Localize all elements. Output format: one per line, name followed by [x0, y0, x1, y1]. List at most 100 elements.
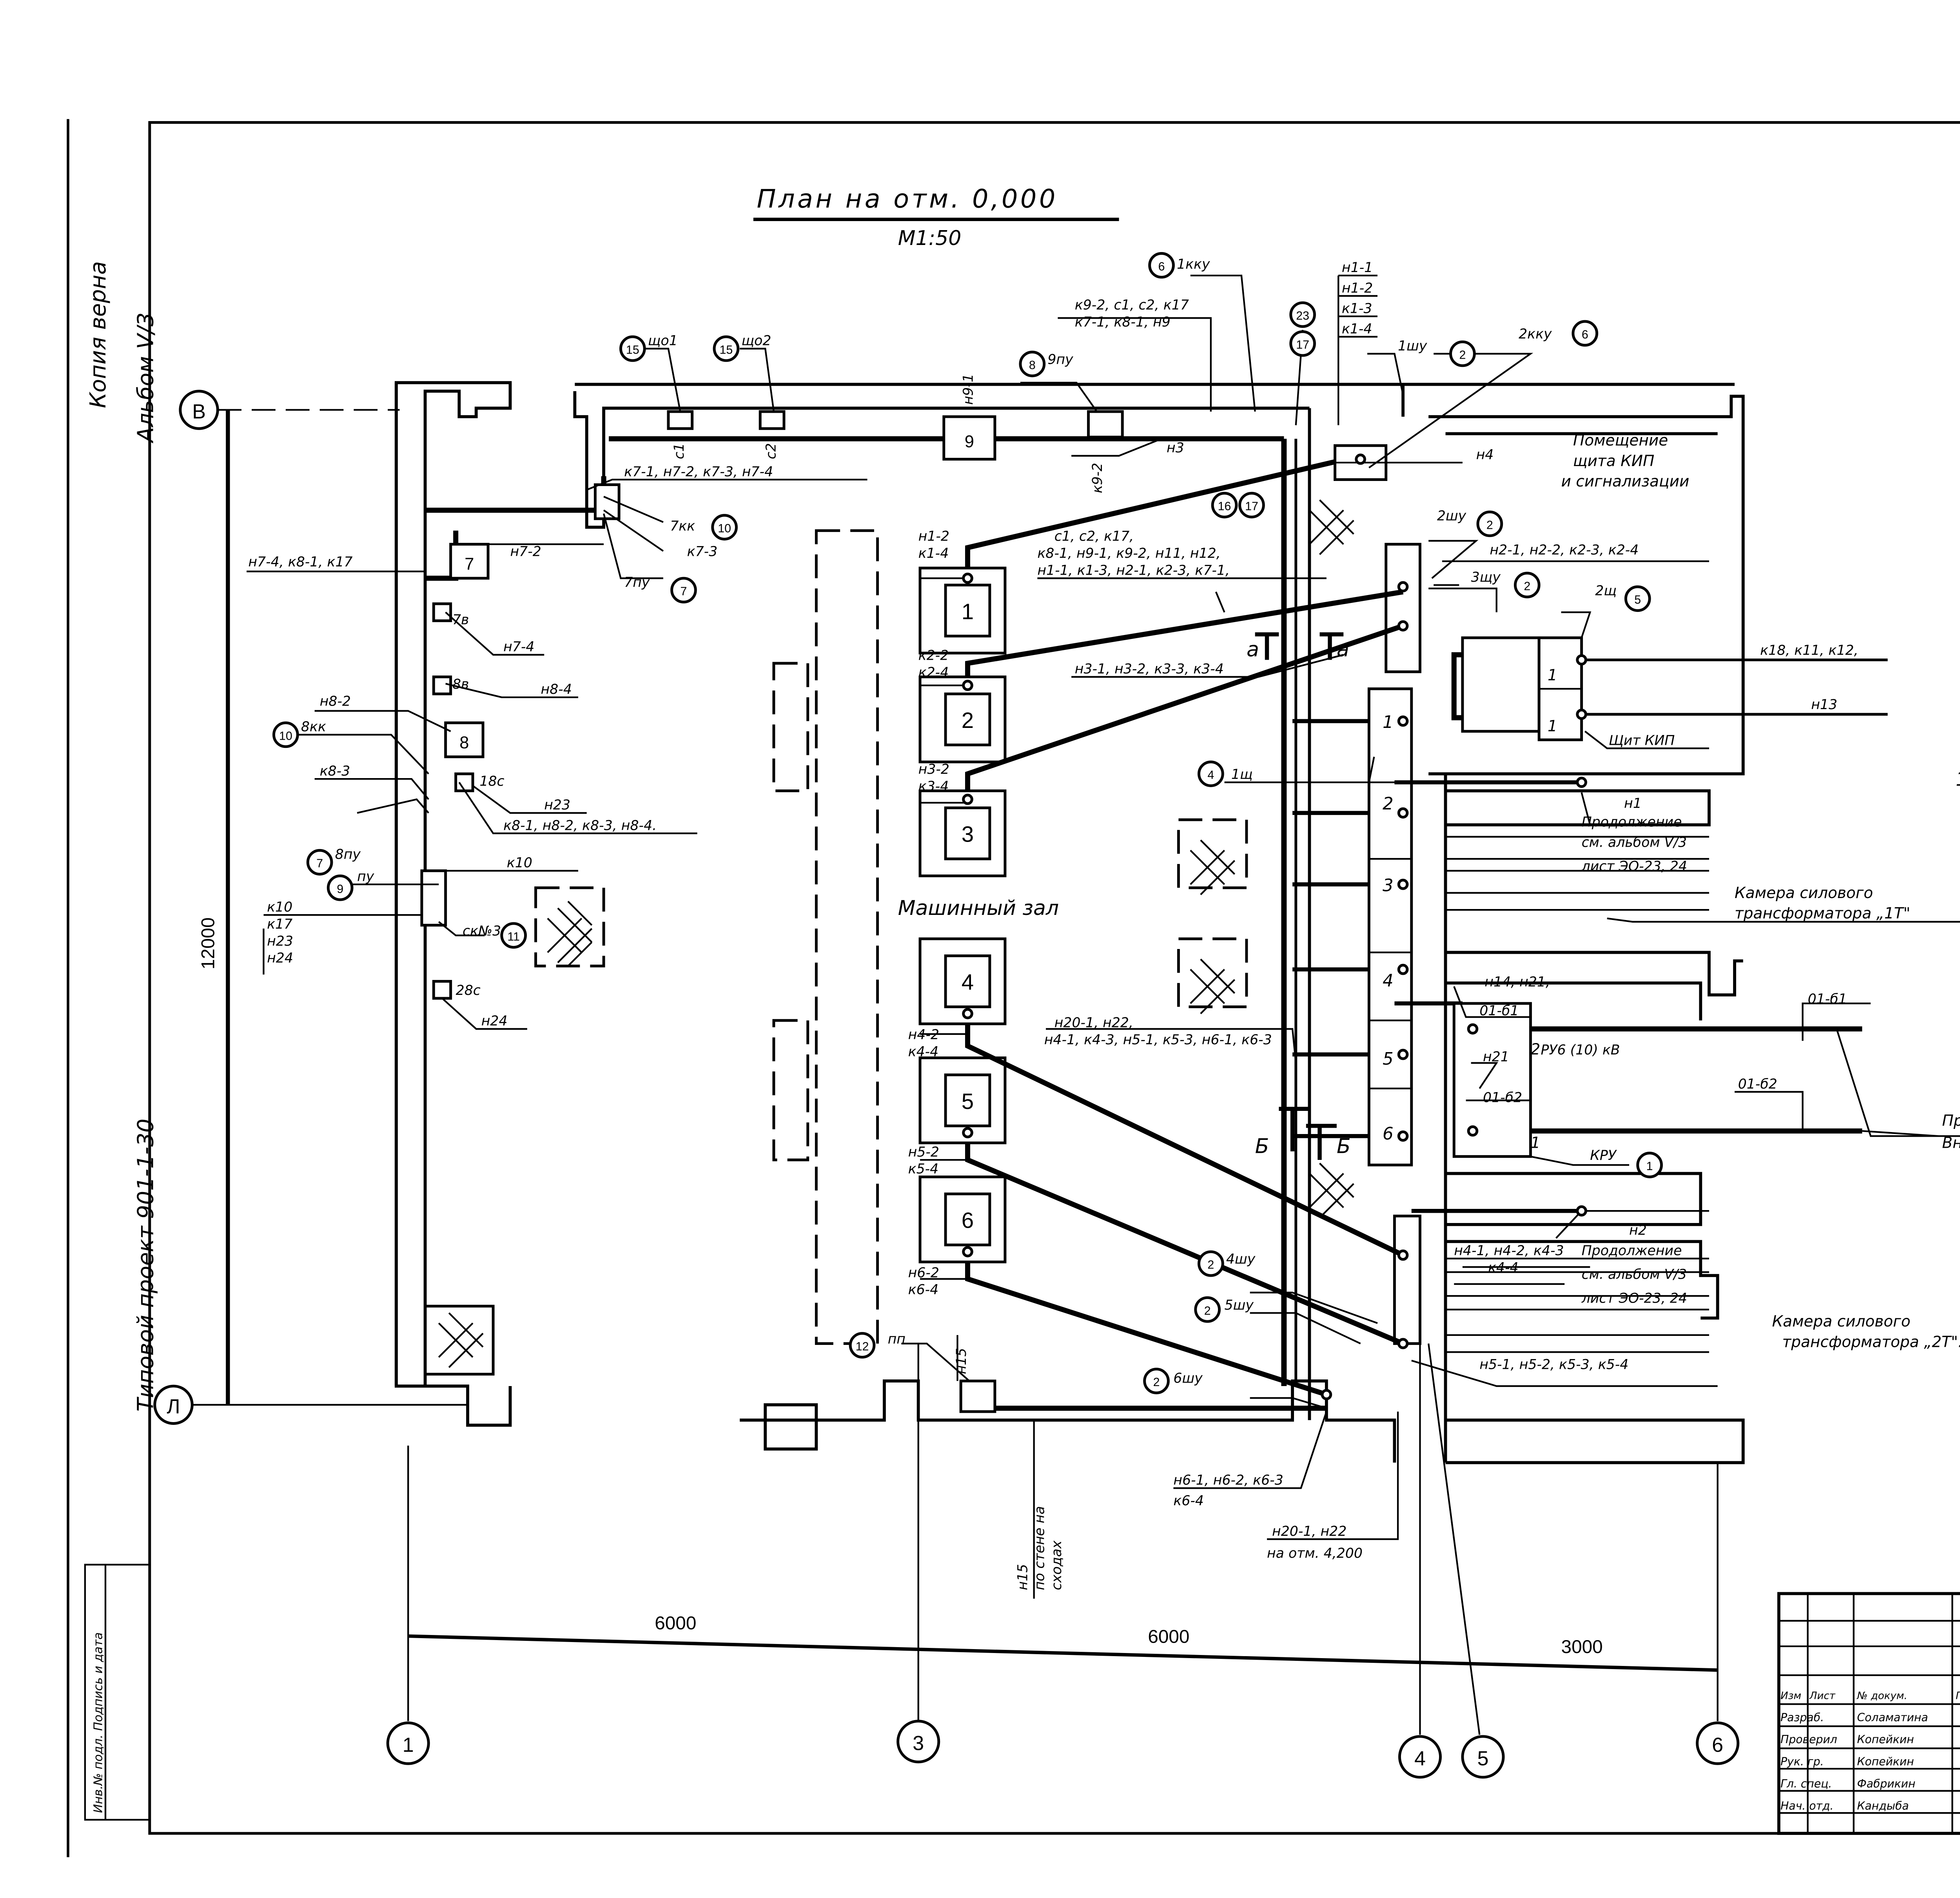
plan-title: План на отм. 0,000 [757, 184, 1058, 214]
panel-9 [942, 415, 996, 461]
label-n4-cables-0: н4-1, н4-2, к4-3 [1454, 1243, 1564, 1259]
lighting-panel-1 [667, 410, 694, 430]
label-4shu: 4шу [1226, 1252, 1256, 1267]
label-continue-2-2: лист ЭО-23, 24 [1581, 1290, 1687, 1306]
ru-cabinet [1452, 1002, 1532, 1158]
shaft-box-c [424, 1305, 495, 1376]
bubble-23 [1289, 301, 1316, 328]
left-devices: 7 8 9 [420, 410, 1388, 1413]
label-n4-cables-1: к4-4 [1488, 1260, 1519, 1276]
bubble-15a-text: 15 [626, 343, 639, 356]
pump-units: 1 2 3 4 5 6 [918, 566, 1007, 1263]
label-mid-cables-2: н1-1, к1-3, н2-1, к2-3, к7-1, [1037, 563, 1230, 578]
kip-room-wall [1428, 395, 1745, 776]
label-shch-o1: що1 [648, 333, 678, 349]
label-p5-tag-0: н5-2 [908, 1144, 939, 1160]
label-n15-wall-2: сходах [1049, 1541, 1065, 1590]
room-kip-2: и сигнализации [1561, 473, 1690, 490]
bubble-2c-text: 2 [1524, 580, 1530, 593]
bubble-10a-text: 10 [718, 522, 731, 535]
label-top-cables-1: к7-1, к8-1, н9 [1075, 314, 1171, 330]
tb-h-sign: Подпись [1956, 1690, 1960, 1702]
label-n7-2: н7-2 [510, 544, 541, 560]
bubble-2d-text: 2 [1207, 1259, 1214, 1272]
ru-top-wall [1445, 981, 1702, 1021]
tb-name-4: Кандыба [1857, 1799, 1909, 1812]
tb-h-izm: Изм [1780, 1690, 1801, 1702]
tb-role-3: Гл. спец. [1780, 1777, 1832, 1790]
label-2shu: 2шу [1437, 508, 1466, 524]
bubble-6a [1148, 252, 1175, 279]
label-n3: н3 [1167, 440, 1184, 456]
pump-inner-6 [944, 1192, 991, 1247]
title-block: ТП 901-1-30-30 Речные водозаборные соору… [1777, 1592, 1960, 1835]
axis-label-3: 3 [913, 1732, 924, 1755]
box-9pu [1087, 410, 1124, 439]
kip-cell-2: 1 [1548, 718, 1557, 735]
axis-label-4: 4 [1414, 1747, 1426, 1770]
bubble-2b [1476, 510, 1503, 537]
project-note: Типовой проект 901-1-30 [133, 1119, 158, 1412]
label-mid-cables-1: к8-1, н9-1, к9-2, н11, н12, [1037, 546, 1220, 561]
schedule-panel-1shch: 1щ [1956, 769, 1960, 790]
label-n4: н4 [1476, 447, 1494, 463]
bubble-10b [272, 721, 299, 748]
section-marks: а а Б Б [1247, 632, 1351, 1160]
tb-name-1: Копейкин [1857, 1733, 1914, 1746]
label-n7-4: н7-4 [503, 639, 534, 655]
label-pp: пп [888, 1332, 906, 1347]
shaft-box-b [1177, 937, 1248, 1008]
label-k8-list: к8-1, н8-2, к8-3, н8-4. [503, 818, 657, 833]
bubble-4 [1198, 760, 1224, 787]
bubble-23-text: 23 [1296, 310, 1309, 323]
cell-1: 1 [1383, 713, 1394, 732]
label-k10-stack-0: к10 [267, 900, 292, 915]
axis-bubble-5 [1461, 1735, 1505, 1779]
left-margin-text: Копия верна Альбом V/3 Типовой проект 90… [84, 261, 158, 1821]
bubble-5-text: 5 [1634, 593, 1641, 606]
pump-inner-4 [944, 954, 991, 1008]
label-ext-supply-1: Внешнего электроснабжения [1942, 1134, 1960, 1152]
pump-inner-5 [944, 1073, 991, 1127]
label-7v: 7в [452, 612, 469, 628]
bubble-8-text: 8 [1029, 359, 1036, 372]
label-tr2-0: Камера силового [1772, 1313, 1910, 1330]
tr1-lower-wall [1445, 951, 1743, 997]
label-18c: 18с [479, 773, 504, 789]
panel-7-label: 7 [465, 555, 474, 573]
cell-3: 3 [1383, 876, 1394, 895]
axis-bubble-4 [1398, 1735, 1442, 1779]
label-continue-2-0: Продолжение [1582, 1243, 1682, 1259]
cell-2: 2 [1383, 794, 1394, 814]
label-ob1-out: 01-б1 [1808, 991, 1847, 1007]
label-continue-1-0: Продолжение [1582, 815, 1682, 830]
section-a-left: а [1247, 638, 1259, 662]
label-p6-tag-0: н6-2 [908, 1265, 939, 1281]
axis-bubble-v [179, 390, 219, 430]
label-p2-tag-1: к2-4 [918, 665, 949, 680]
label-riser-2: к1-3 [1342, 301, 1372, 316]
bubble-4-text: 4 [1207, 769, 1214, 782]
copy-note: Копия верна [85, 261, 111, 408]
terminals [962, 454, 1587, 1401]
label-p5-tag-1: к5-4 [908, 1161, 939, 1177]
cable-pump-4 [965, 1023, 1404, 1257]
bubble-17 [1289, 330, 1316, 357]
box-pp [959, 1379, 996, 1413]
label-shchit-kip: Щит КИП [1609, 733, 1675, 748]
label-c2: с2 [763, 443, 779, 459]
label-7kk: 7кк [670, 519, 695, 534]
leader-lines [247, 274, 1960, 1599]
label-1shu: 1шу [1398, 338, 1427, 354]
label-ob2-out: 01-б2 [1738, 1076, 1777, 1092]
label-shch-o2: що2 [741, 333, 771, 349]
tb-role-4: Нач. отд. [1780, 1799, 1833, 1812]
plan-scale: М1:50 [898, 227, 962, 250]
label-n6-cables-0: н6-1, н6-2, к6-3 [1173, 1473, 1283, 1488]
bubble-2c [1514, 572, 1541, 599]
label-top-cables-0: к9-2, с1, с2, к17 [1075, 298, 1189, 313]
bubble-7b [306, 849, 333, 876]
label-n6-cables-1: к6-4 [1173, 1493, 1204, 1509]
panel-2shu [1385, 543, 1421, 673]
